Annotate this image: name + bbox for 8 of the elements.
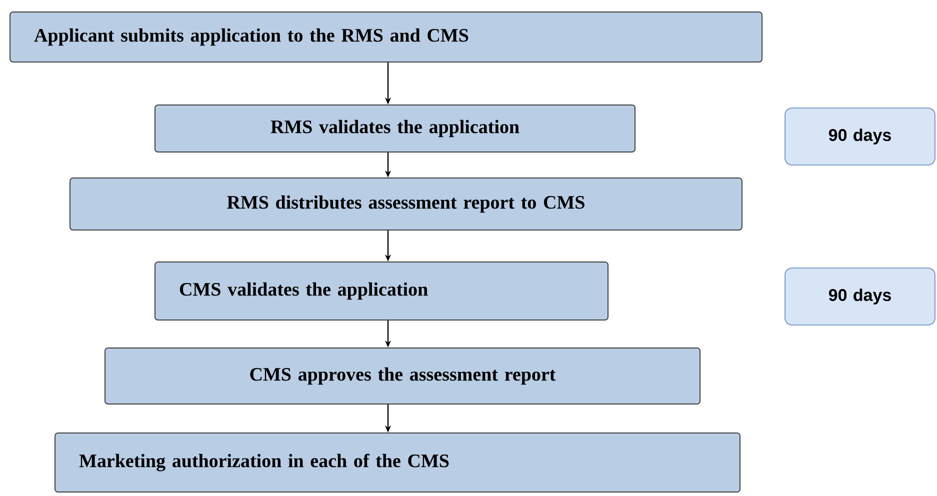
process-box: CMS validates the application [154,262,608,320]
process-box: RMS validates the application [154,104,636,152]
duration-box: 90 days [784,108,936,166]
process-box: Applicant submits application to the RMS and CMS [10,12,762,62]
process-box: CMS approves the assessment report [104,348,700,404]
process-box: Marketing authorization in each of the CMS [54,432,740,492]
process-box: RMS distributes assessment report to CMS [70,178,742,230]
duration-box: 90 days [784,268,936,326]
